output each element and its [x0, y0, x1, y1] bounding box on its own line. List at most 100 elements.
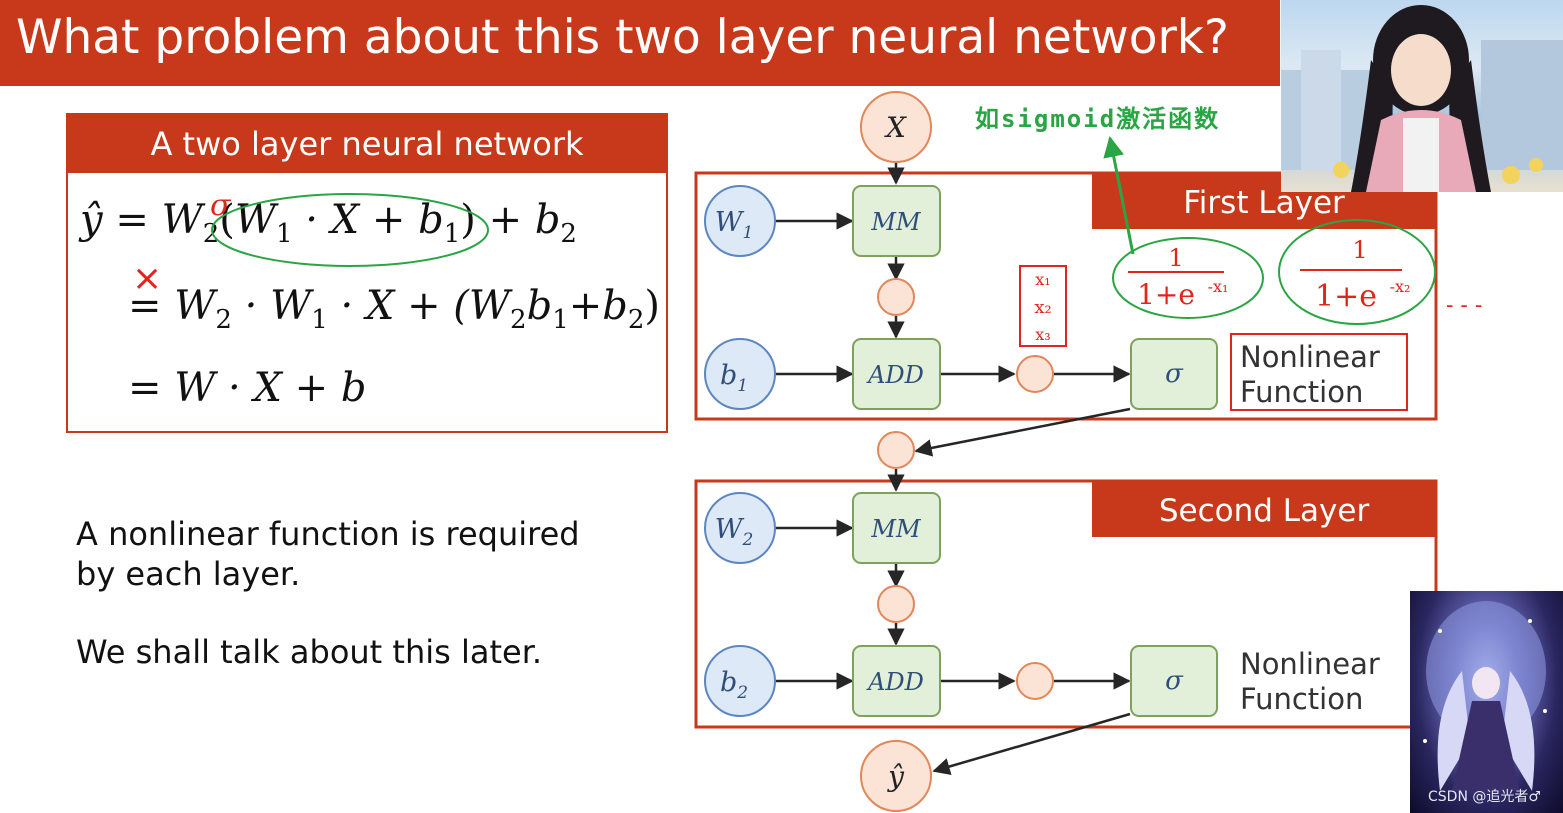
nonlinear2-line2: Function	[1240, 682, 1363, 716]
portrait-illustration-top	[1281, 5, 1563, 192]
frac1-exponent: -x₁	[1208, 277, 1229, 296]
b1-label: b1	[720, 360, 748, 396]
vector-x2: x₂	[1034, 297, 1051, 318]
add2-label: ADD	[866, 668, 924, 696]
w2b-sub: 2	[510, 305, 527, 335]
add1-block	[852, 338, 941, 410]
equation-box: A two layer neural network ŷ = W2(W1 · X…	[66, 113, 668, 433]
b1-sub: 1	[443, 219, 461, 249]
b2: b	[534, 197, 561, 243]
add1-label: ADD	[866, 361, 924, 389]
frac1-numerator: 1	[1168, 244, 1183, 272]
w2b: W	[468, 283, 511, 329]
w1-sub: 1	[275, 219, 293, 249]
red-box-nonlinear	[1230, 333, 1408, 411]
w1: W	[270, 283, 312, 329]
add2-block	[852, 645, 941, 717]
paren-close: )	[644, 283, 661, 329]
portrait-image-top	[1281, 0, 1563, 192]
red-sigma-mark: σ	[210, 188, 232, 223]
b2: b	[602, 283, 628, 329]
slide-title: What problem about this two layer neural…	[16, 10, 1229, 65]
red-vector-bracket	[1019, 265, 1067, 347]
mm1-output-node	[877, 278, 915, 316]
mm1-block	[852, 185, 941, 257]
add1-output-node	[1016, 355, 1054, 393]
w1-label: W1	[715, 207, 754, 243]
w2: W	[161, 197, 203, 243]
vector-x3: x₃	[1035, 325, 1050, 344]
nonlinear1-line2: Function	[1240, 375, 1363, 409]
nonlinear1-line1: Nonlinear	[1240, 340, 1380, 374]
sigma1-block	[1130, 338, 1218, 410]
hidden-output-node	[877, 431, 915, 469]
equation-line-2: = W2 · W1 · X + (W2b1+b2)	[128, 283, 660, 335]
plus: +	[475, 197, 535, 243]
b1: b	[418, 197, 444, 243]
title-bar: What problem about this two layer neural…	[0, 0, 1280, 86]
portrait-illustration-bottom	[1423, 601, 1547, 791]
sigma1-label: σ	[1165, 359, 1184, 389]
green-ellipse-sigmoid-1	[1112, 237, 1264, 319]
b2-sub: 2	[627, 305, 645, 335]
arrow-sigma2-to-yhat	[932, 712, 1131, 776]
input-label: X	[884, 111, 907, 144]
b1-node	[704, 338, 776, 410]
sigma2-label: σ	[1165, 666, 1184, 696]
w2-label: W2	[715, 514, 754, 550]
mm1-label: MM	[870, 208, 922, 236]
output-node	[860, 740, 932, 812]
green-ellipse-sigmoid-2	[1278, 219, 1436, 325]
b2-sub: 2	[560, 219, 577, 249]
plus: +	[568, 283, 603, 329]
dot: ·	[231, 283, 271, 329]
green-ellipse-inner-term	[211, 193, 489, 267]
chinese-annotation: 如sigmoid激活函数	[975, 105, 1221, 133]
dot-x-plus: · X +	[292, 197, 419, 243]
frac2-denominator: 1+e	[1315, 279, 1377, 314]
body-text-line-1: A nonlinear function is required	[76, 515, 580, 553]
red-cross-mark: ×	[132, 258, 162, 299]
b1: b	[526, 283, 553, 329]
y-hat: ŷ	[80, 197, 103, 243]
mm2-block	[852, 492, 941, 564]
b2-node	[704, 645, 776, 717]
body-text-line-2: by each layer.	[76, 555, 301, 593]
b2-label: b2	[720, 667, 748, 703]
mm2-label: MM	[870, 515, 922, 543]
first-layer-frame	[694, 171, 1438, 421]
w2-sub: 2	[215, 305, 232, 335]
w1-node	[704, 185, 776, 257]
body-text-line-3: We shall talk about this later.	[76, 633, 543, 671]
equation-line-3: = W · X + b	[128, 365, 367, 411]
w1-sub: 1	[311, 305, 328, 335]
paren-close: )	[460, 197, 476, 243]
nonlinear2-line1: Nonlinear	[1240, 647, 1380, 681]
w2-sub: 2	[202, 219, 220, 249]
second-layer-tab	[1092, 481, 1436, 537]
mm2-output-node	[877, 585, 915, 623]
paren-open: (	[219, 197, 235, 243]
equals: =	[128, 283, 175, 329]
dot-x-plus: · X + (	[327, 283, 469, 329]
ellipsis-mark: - - -	[1446, 293, 1482, 318]
frac2-numerator: 1	[1352, 236, 1367, 264]
green-arrow-to-note	[1103, 135, 1135, 255]
input-node	[860, 91, 932, 163]
equation-line-1: ŷ = W2(W1 · X + b1) + b2	[80, 197, 577, 249]
equals: =	[102, 197, 162, 243]
frac1-denominator: 1+e	[1137, 278, 1195, 311]
add2-output-node	[1016, 662, 1054, 700]
w2-node	[704, 492, 776, 564]
arrow-sigma1-to-mid	[914, 407, 1131, 457]
sigma2-block	[1130, 645, 1218, 717]
w2: W	[174, 283, 216, 329]
equation-box-header: A two layer neural network	[68, 115, 666, 173]
watermark: CSDN @追光者♂	[1428, 789, 1541, 805]
portrait-image-bottom	[1410, 591, 1563, 813]
frac2-exponent: -x₂	[1390, 277, 1411, 296]
second-layer-title: Second Layer	[1159, 493, 1370, 529]
vector-x1: x₁	[1035, 270, 1050, 289]
output-label: ŷ	[886, 760, 905, 793]
